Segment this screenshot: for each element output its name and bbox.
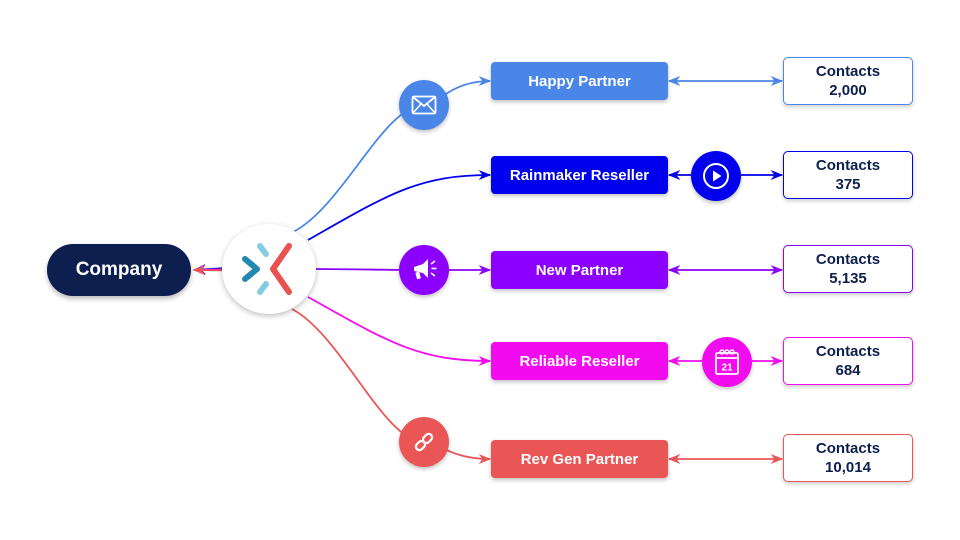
contacts-happy-partner[interactable]: Contacts 2,000 — [783, 57, 913, 105]
partner-reliable-reseller[interactable]: Reliable Reseller — [491, 342, 668, 380]
logo-icon — [242, 243, 292, 295]
contacts-new-partner[interactable]: Contacts 5,135 — [783, 245, 913, 293]
contacts-count: 375 — [835, 176, 861, 193]
partner-happy-partner[interactable]: Happy Partner — [491, 62, 668, 100]
partner-label: New Partner — [535, 261, 624, 279]
edge-icon-to-partner — [443, 447, 492, 465]
contacts-count: 684 — [835, 362, 861, 379]
contacts-count: 2,000 — [829, 82, 867, 99]
edge-hub-to-partner — [307, 169, 492, 241]
contacts-label: Contacts — [815, 343, 881, 360]
partner-label: Rainmaker Reseller — [509, 166, 650, 184]
partner-new-partner[interactable]: New Partner — [491, 251, 668, 289]
contacts-label: Contacts — [815, 157, 881, 174]
company-node[interactable]: Company — [47, 244, 191, 296]
calendar-day: 21 — [721, 363, 733, 374]
contacts-rainmaker-reseller[interactable]: Contacts 375 — [783, 151, 913, 199]
play-icon[interactable] — [691, 151, 741, 201]
calendar-icon[interactable]: 21 — [702, 337, 752, 387]
partner-rainmaker-reseller[interactable]: Rainmaker Reseller — [491, 156, 668, 194]
link-icon[interactable] — [399, 417, 449, 467]
contacts-count: 5,135 — [829, 270, 867, 287]
edge-hub-to-icon — [291, 308, 425, 443]
edge-hub-to-icon — [292, 104, 425, 233]
contacts-label: Contacts — [815, 251, 881, 268]
contacts-reliable-reseller[interactable]: Contacts 684 — [783, 337, 913, 385]
hub-logo[interactable] — [222, 224, 316, 314]
partner-rev-gen-partner[interactable]: Rev Gen Partner — [491, 440, 668, 478]
edge-icon-to-partner — [443, 75, 492, 97]
contacts-label: Contacts — [815, 440, 881, 457]
contacts-rev-gen-partner[interactable]: Contacts 10,014 — [783, 434, 913, 482]
edges — [192, 75, 784, 465]
partner-label: Rev Gen Partner — [520, 450, 639, 468]
envelope-icon[interactable] — [399, 80, 449, 130]
company-label: Company — [75, 259, 163, 280]
contacts-label: Contacts — [815, 63, 881, 80]
megaphone-icon[interactable] — [399, 245, 449, 295]
partner-label: Happy Partner — [528, 72, 631, 90]
contacts-count: 10,014 — [825, 459, 871, 476]
edge-hub-to-partner — [307, 296, 492, 367]
partner-label: Reliable Reseller — [519, 352, 640, 370]
